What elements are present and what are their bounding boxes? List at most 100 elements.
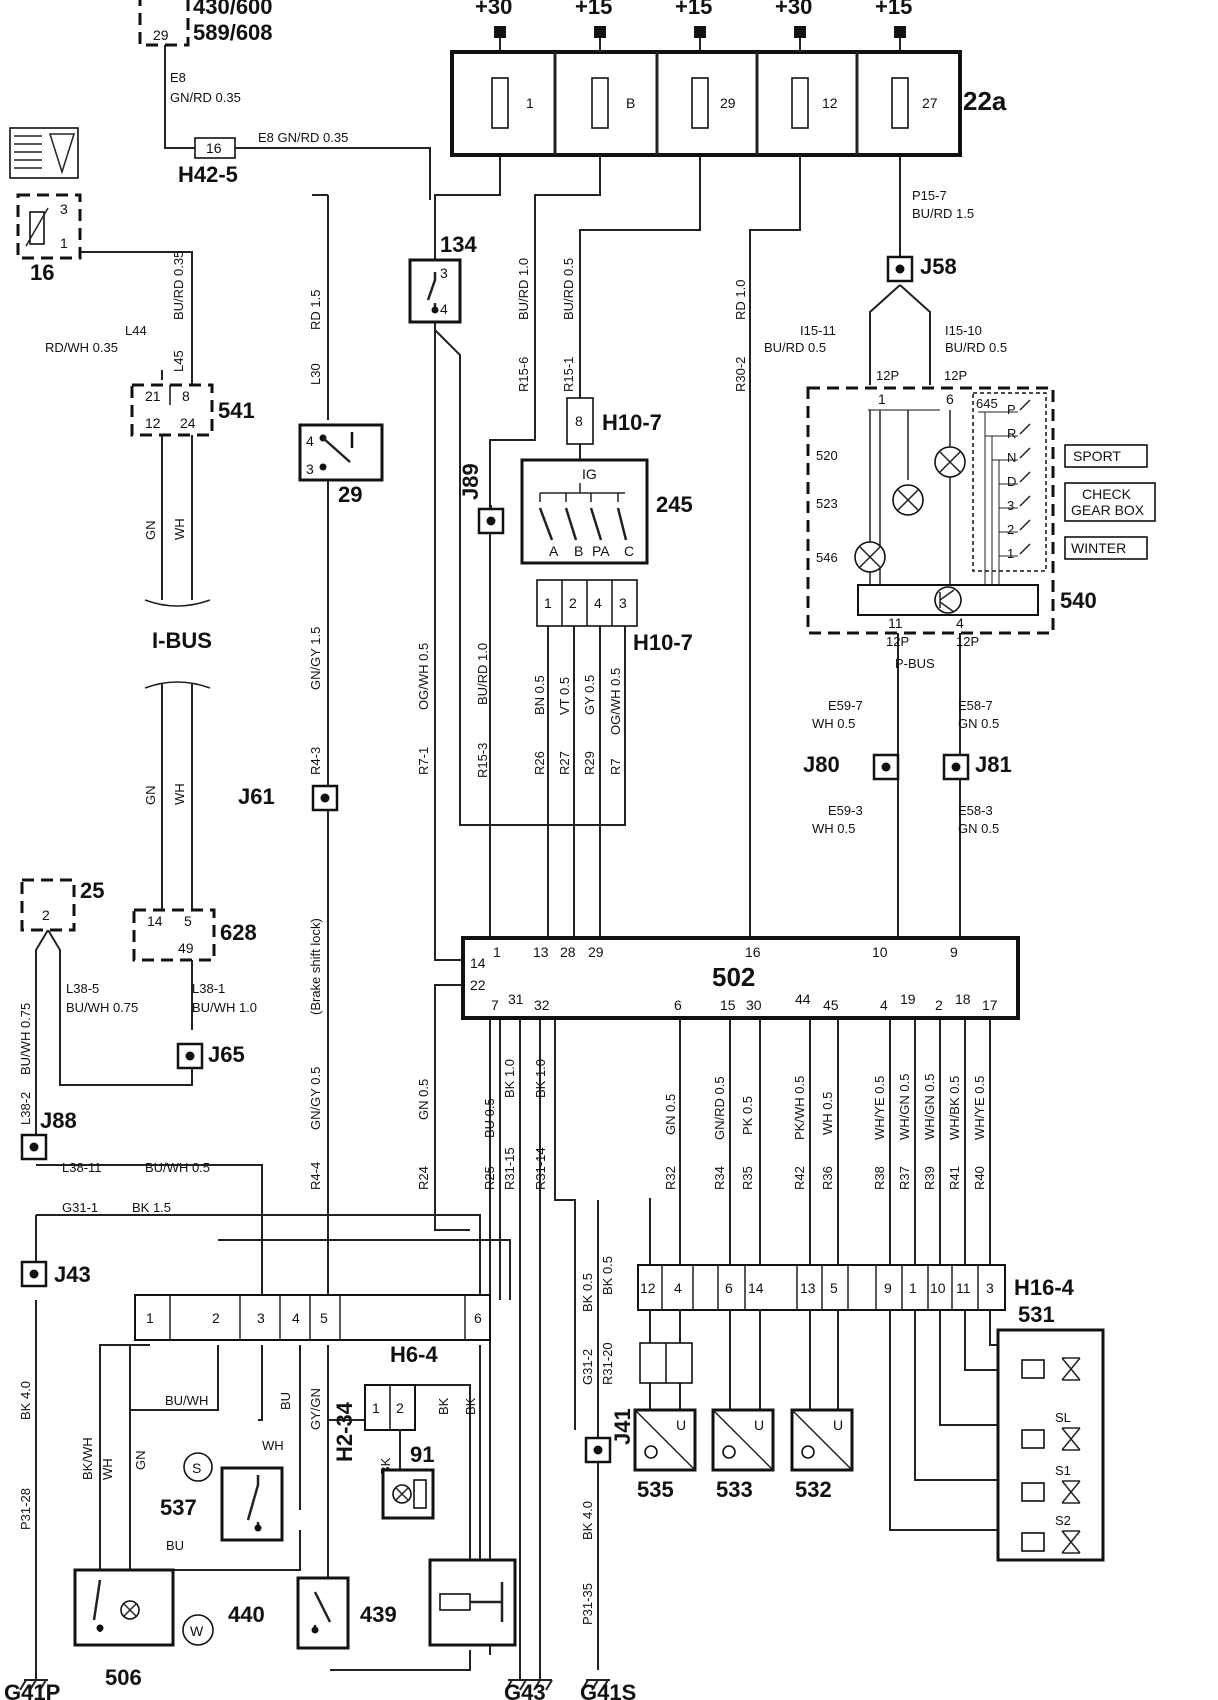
wire-rd15: RD 1.5 bbox=[308, 290, 323, 330]
h16-4-pin-13: 13 bbox=[800, 1280, 816, 1296]
comp-540-label: 540 bbox=[1060, 588, 1097, 613]
gear-2: 2 bbox=[1007, 522, 1014, 537]
wire-bu-rd-10: BU/RD 1.0 bbox=[516, 258, 531, 320]
wire-l38-1-code: L38-1 bbox=[192, 981, 225, 996]
wire-bn05: BN 0.5 bbox=[532, 675, 547, 715]
wire-g31-2: G31-2 bbox=[580, 1349, 595, 1385]
wire-h6-bu2: BU bbox=[166, 1538, 184, 1553]
junction-j41: J41 bbox=[584, 1408, 635, 1464]
wire-gn-gy-15: GN/GY 1.5 bbox=[308, 627, 323, 690]
wire-h6-wh2: WH bbox=[262, 1438, 284, 1453]
switch-440-label: 440 bbox=[228, 1602, 265, 1627]
j65-label: J65 bbox=[208, 1042, 245, 1067]
ecu-pin-44: 44 bbox=[795, 991, 811, 1007]
instrument-540: 12P 12P 1 6 645 P R N D 3 2 1 11 4 12P 1… bbox=[806, 368, 1097, 649]
wire-e8-code: E8 bbox=[170, 70, 186, 85]
h16-4-label: H16-4 bbox=[1014, 1275, 1075, 1300]
comp-134-pin-4: 4 bbox=[440, 301, 448, 317]
comp-245-contact-pa: PA bbox=[592, 543, 610, 559]
comp-245-ig: IG bbox=[582, 466, 597, 482]
wire-wh-gn-05a: WH/GN 0.5 bbox=[897, 1074, 912, 1140]
wire-r15-3: R15-3 bbox=[475, 743, 490, 778]
gear-1: 1 bbox=[1007, 546, 1014, 561]
h16-4-pin-12: 12 bbox=[640, 1280, 656, 1296]
wire-r39: R39 bbox=[922, 1166, 937, 1190]
wire-h6-gn: GN bbox=[133, 1451, 148, 1471]
ecu-pin-13: 13 bbox=[533, 944, 549, 960]
wire-l38-1-spec: BU/WH 1.0 bbox=[192, 1000, 257, 1015]
wire-e8-spec: GN/RD 0.35 bbox=[170, 90, 241, 105]
h6-4-pin-3: 3 bbox=[257, 1310, 265, 1326]
wire-r42: R42 bbox=[792, 1166, 807, 1190]
connector-h16-4: 12 4 6 14 13 5 9 1 10 11 3 H16-4 bbox=[637, 1264, 1075, 1311]
comp-540-ref-546: 546 bbox=[816, 550, 838, 565]
comp-540-pin-1: 1 bbox=[878, 391, 886, 407]
wire-r15-6: R15-6 bbox=[516, 357, 531, 392]
ecu-pin-9: 9 bbox=[950, 944, 958, 960]
gear-r: R bbox=[1007, 426, 1016, 441]
wire-bk10a: BK 1.0 bbox=[502, 1059, 517, 1098]
ecu-pin-29: 29 bbox=[588, 944, 604, 960]
sensor-535-label: 535 bbox=[637, 1477, 674, 1502]
comp-540-12p-bottom-1: 12P bbox=[886, 634, 909, 649]
wire-r38: R38 bbox=[872, 1166, 887, 1190]
lamp-91-label: 91 bbox=[410, 1442, 434, 1467]
solenoid-s1: S1 bbox=[1055, 1463, 1071, 1478]
gear-d: D bbox=[1007, 474, 1016, 489]
comp-541-pin-21: 21 bbox=[145, 388, 161, 404]
j41-label: J41 bbox=[610, 1408, 635, 1445]
wire-vt05: VT 0.5 bbox=[557, 677, 572, 715]
comp-245-contact-c: C bbox=[624, 543, 634, 559]
feed-label-4: +30 bbox=[775, 0, 812, 19]
h16-4-pin-4: 4 bbox=[674, 1280, 682, 1296]
comp-540-12p-bottom-2: 12P bbox=[956, 634, 979, 649]
wire-r35: R35 bbox=[740, 1166, 755, 1190]
comp-430-line1: 430/600 bbox=[193, 0, 273, 19]
fuse-1-label: 1 bbox=[526, 95, 534, 111]
h10-7-top-pin: 8 bbox=[575, 413, 583, 429]
ecu-pin-30: 30 bbox=[746, 997, 762, 1013]
ecu-pin-18: 18 bbox=[955, 991, 971, 1007]
switch-506-label: 506 bbox=[105, 1665, 142, 1690]
comp-430-line2: 589/608 bbox=[193, 20, 273, 45]
wire-bk10b: BK 1.0 bbox=[533, 1059, 548, 1098]
ecu-pin-1: 1 bbox=[493, 944, 501, 960]
comp-245-contact-a: A bbox=[549, 543, 559, 559]
solenoid-439-label: 439 bbox=[360, 1602, 397, 1627]
j61-label: J61 bbox=[238, 784, 275, 809]
wire-r41: R41 bbox=[947, 1166, 962, 1190]
comp-540-ref-520: 520 bbox=[816, 448, 838, 463]
wires bbox=[35, 30, 1000, 1680]
wire-i15-11-spec: BU/RD 0.5 bbox=[764, 340, 826, 355]
sensor-535: U 535 bbox=[633, 1408, 697, 1502]
wire-wh05a: WH 0.5 bbox=[812, 716, 855, 731]
ibus-bottom-gn: GN bbox=[143, 786, 158, 806]
wire-pk-wh-05: PK/WH 0.5 bbox=[792, 1076, 807, 1140]
wire-wh-bk-05: WH/BK 0.5 bbox=[947, 1076, 962, 1140]
ecu-pin-6: 6 bbox=[674, 997, 682, 1013]
wire-h6-bu: BU bbox=[278, 1392, 293, 1410]
h16-4-pin-14: 14 bbox=[748, 1280, 764, 1296]
switch-537: S 537 bbox=[160, 1452, 284, 1542]
sensor-533-label: 533 bbox=[716, 1477, 753, 1502]
wire-l45: L45 bbox=[171, 350, 186, 372]
j43-label: J43 bbox=[54, 1262, 91, 1287]
ecu-pin-19: 19 bbox=[900, 991, 916, 1007]
h16-4-pin-6: 6 bbox=[725, 1280, 733, 1296]
wire-p31-28: P31-28 bbox=[18, 1488, 33, 1530]
wire-i15-10: I15-10 bbox=[945, 323, 982, 338]
wire-r31-15: R31-15 bbox=[502, 1147, 517, 1190]
junction-j88: J88 bbox=[20, 1108, 77, 1161]
feed-label-3: +15 bbox=[675, 0, 712, 19]
comp-430-pin: 29 bbox=[153, 27, 169, 43]
solenoid-439: 439 bbox=[360, 1558, 517, 1647]
wire-gn05a: GN 0.5 bbox=[958, 716, 999, 731]
j88-label: J88 bbox=[40, 1108, 77, 1133]
sensor-533-u: U bbox=[754, 1417, 764, 1433]
comp-540-12p-top-1: 12P bbox=[876, 368, 899, 383]
component-16-sensor: 3 1 16 bbox=[16, 193, 82, 285]
component-25: 2 25 bbox=[20, 878, 104, 932]
wire-pbus: P-BUS bbox=[895, 656, 935, 671]
connector-h10-7-bottom: 1 2 4 3 H10-7 bbox=[536, 579, 693, 655]
fuse-b-label: B bbox=[626, 95, 635, 111]
